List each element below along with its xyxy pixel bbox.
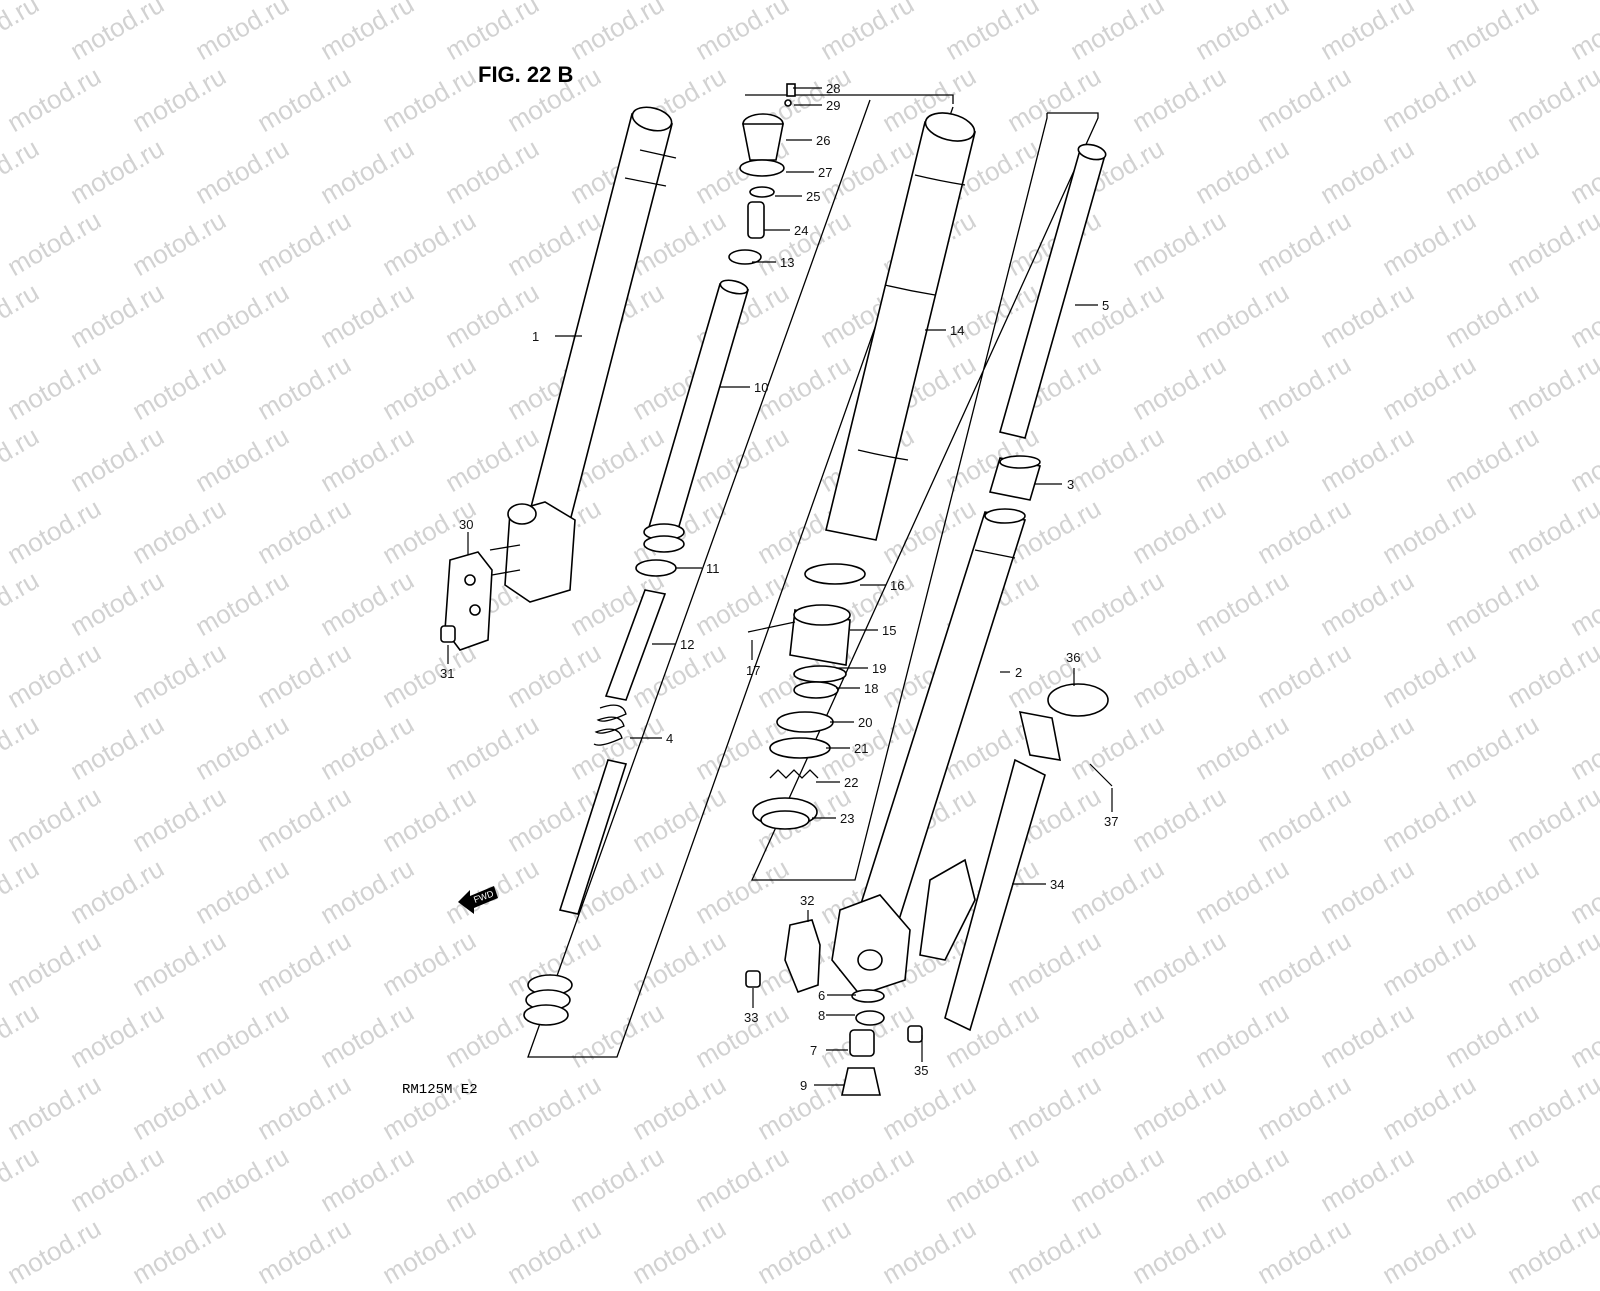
plate-32 [784,919,821,994]
clamp-36 [1018,683,1109,761]
callout-4: 4 [666,731,673,746]
screw-17 [747,621,796,633]
callout-12: 12 [680,637,694,652]
callout-34: 34 [1050,877,1064,892]
callout-labels: 1 2 3 4 5 6 7 8 9 10 11 12 13 14 15 16 1… [440,81,1118,1093]
watermark-text: motod.ru [252,1212,356,1290]
watermark-text: motod.ru [627,1212,731,1290]
rod-12 [604,589,667,701]
washer-8 [855,1010,885,1026]
callout-21: 21 [854,741,868,756]
ring-11 [635,559,677,577]
inner-tube-left [489,106,677,603]
callout-7: 7 [810,1043,817,1058]
figure-title: FIG. 22 B [478,62,574,87]
callout-10: 10 [754,380,768,395]
spring-4 [593,704,627,746]
group-bracket-left-side [527,99,954,1058]
callout-29: 29 [826,98,840,113]
inner-tube-right [999,143,1107,439]
bolt-37 [1089,763,1113,787]
callout-28: 28 [826,81,840,96]
watermark-text: motod.ru [752,1212,856,1290]
callout-3: 3 [1067,477,1074,492]
damper-rod-tube [643,279,750,553]
watermark-text: motod.ru [502,1212,606,1290]
callout-24: 24 [794,223,808,238]
watermark-text: motod.ru [1252,1212,1356,1290]
clamp-cap [444,551,493,651]
callout-18: 18 [864,681,878,696]
callout-8: 8 [818,1008,825,1023]
callout-16: 16 [890,578,904,593]
exploded-fork-diagram: FWD [440,81,1118,1096]
seal-stack [752,563,866,830]
callout-30: 30 [459,517,473,532]
ring-6 [851,989,885,1003]
spring-bottom [523,974,573,1026]
callout-27: 27 [818,165,832,180]
outer-tube-middle [825,112,976,541]
callout-33: 33 [744,1010,758,1025]
callout-19: 19 [872,661,886,676]
callout-20: 20 [858,715,872,730]
bushing-3-top [999,455,1041,469]
watermark-text: motod.ru [877,1212,981,1290]
watermark-text: motod.ru [1502,1212,1600,1290]
callout-25: 25 [806,189,820,204]
callout-35: 35 [914,1063,928,1078]
callout-14: 14 [950,323,964,338]
callout-23: 23 [840,811,854,826]
callout-2: 2 [1015,665,1022,680]
axle-bracket [831,858,976,996]
group-bracket-right [750,112,1099,881]
callout-31: 31 [440,666,454,681]
callout-37: 37 [1104,814,1118,829]
group-bracket-left [745,94,954,104]
watermark-text: motod.ru [127,1212,231,1290]
callout-1: 1 [532,329,539,344]
watermark-text: motod.ru [1377,1212,1481,1290]
watermark-text: motod.ru [2,1212,106,1290]
callout-32: 32 [800,893,814,908]
bolt-33 [745,970,761,988]
callout-15: 15 [882,623,896,638]
watermark-text: motod.ru [1002,1212,1106,1290]
cap-9 [841,1067,881,1096]
spring-shaft [558,759,628,915]
leader-lines [447,87,1113,1086]
callout-11: 11 [706,561,720,576]
callout-9: 9 [800,1078,807,1093]
callout-36: 36 [1066,650,1080,665]
fwd-arrow: FWD [458,886,498,914]
fork-guard-34 [944,758,1046,1032]
watermark-text: motod.ru [1127,1212,1231,1290]
callout-6: 6 [818,988,825,1003]
watermark-text: motod.ru [377,1212,481,1290]
callout-26: 26 [816,133,830,148]
callout-22: 22 [844,775,858,790]
top-cap-assembly [728,83,796,265]
callout-13: 13 [780,255,794,270]
callout-17: 17 [746,663,760,678]
bolt-35 [907,1025,923,1043]
callout-5: 5 [1102,298,1109,313]
model-code: RM125M E2 [402,1082,478,1098]
drain-bolt-7 [849,1029,875,1057]
nut [440,625,456,643]
